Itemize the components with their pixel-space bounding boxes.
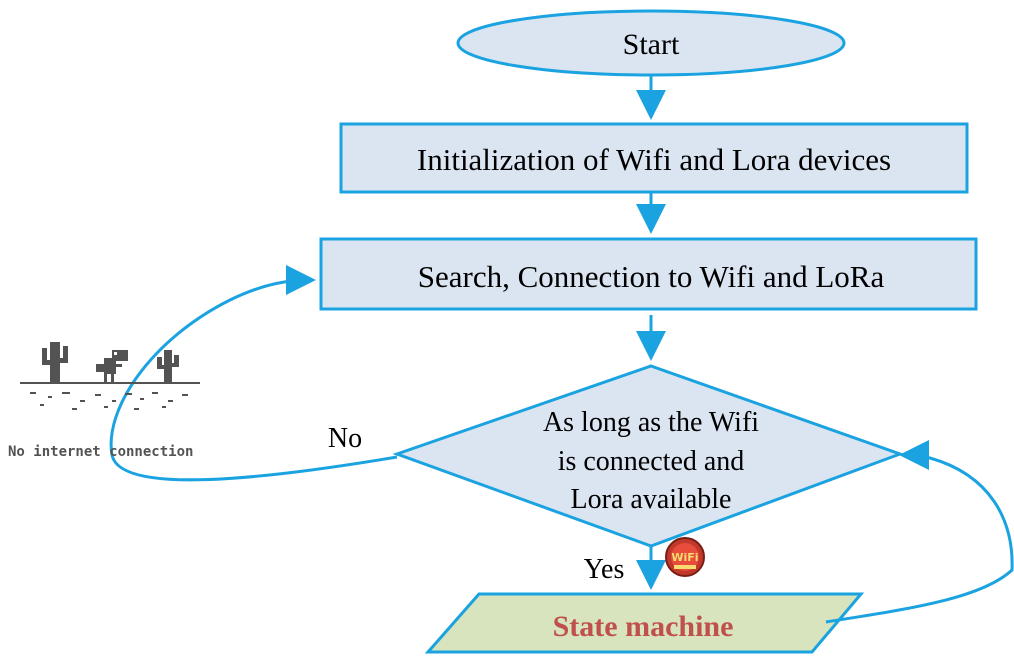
state-machine-node: State machine xyxy=(424,592,865,654)
cactus-icon xyxy=(42,342,68,382)
search-node: Search, Connection to Wifi and LoRa xyxy=(319,237,978,311)
decision-node: As long as the Wifi is connected and Lor… xyxy=(392,364,905,548)
ground-dots xyxy=(30,392,188,410)
arrow-return-loop xyxy=(825,440,1014,624)
cactus-icon xyxy=(157,350,179,382)
offline-caption: No internet connection xyxy=(8,444,193,460)
wifi-badge-text: WiFi xyxy=(671,551,698,564)
arrow-no-loop xyxy=(109,265,398,482)
search-node-label: Search, Connection to Wifi and LoRa xyxy=(418,259,885,294)
offline-dino-illustration: No internet connection xyxy=(8,342,200,460)
init-node-label: Initialization of Wifi and Lora devices xyxy=(417,142,891,177)
no-label: No xyxy=(328,423,362,454)
start-node-label: Start xyxy=(623,28,680,61)
decision-line-2: is connected and xyxy=(558,446,745,477)
start-node: Start xyxy=(456,9,846,77)
init-node: Initialization of Wifi and Lora devices xyxy=(339,122,969,194)
yes-label: Yes xyxy=(584,554,625,585)
decision-line-3: Lora available xyxy=(571,484,732,515)
wifi-badge-icon: WiFi xyxy=(665,537,705,577)
dinosaur-icon xyxy=(96,350,128,382)
state-machine-label: State machine xyxy=(553,610,734,643)
decision-line-1: As long as the Wifi xyxy=(543,407,759,438)
